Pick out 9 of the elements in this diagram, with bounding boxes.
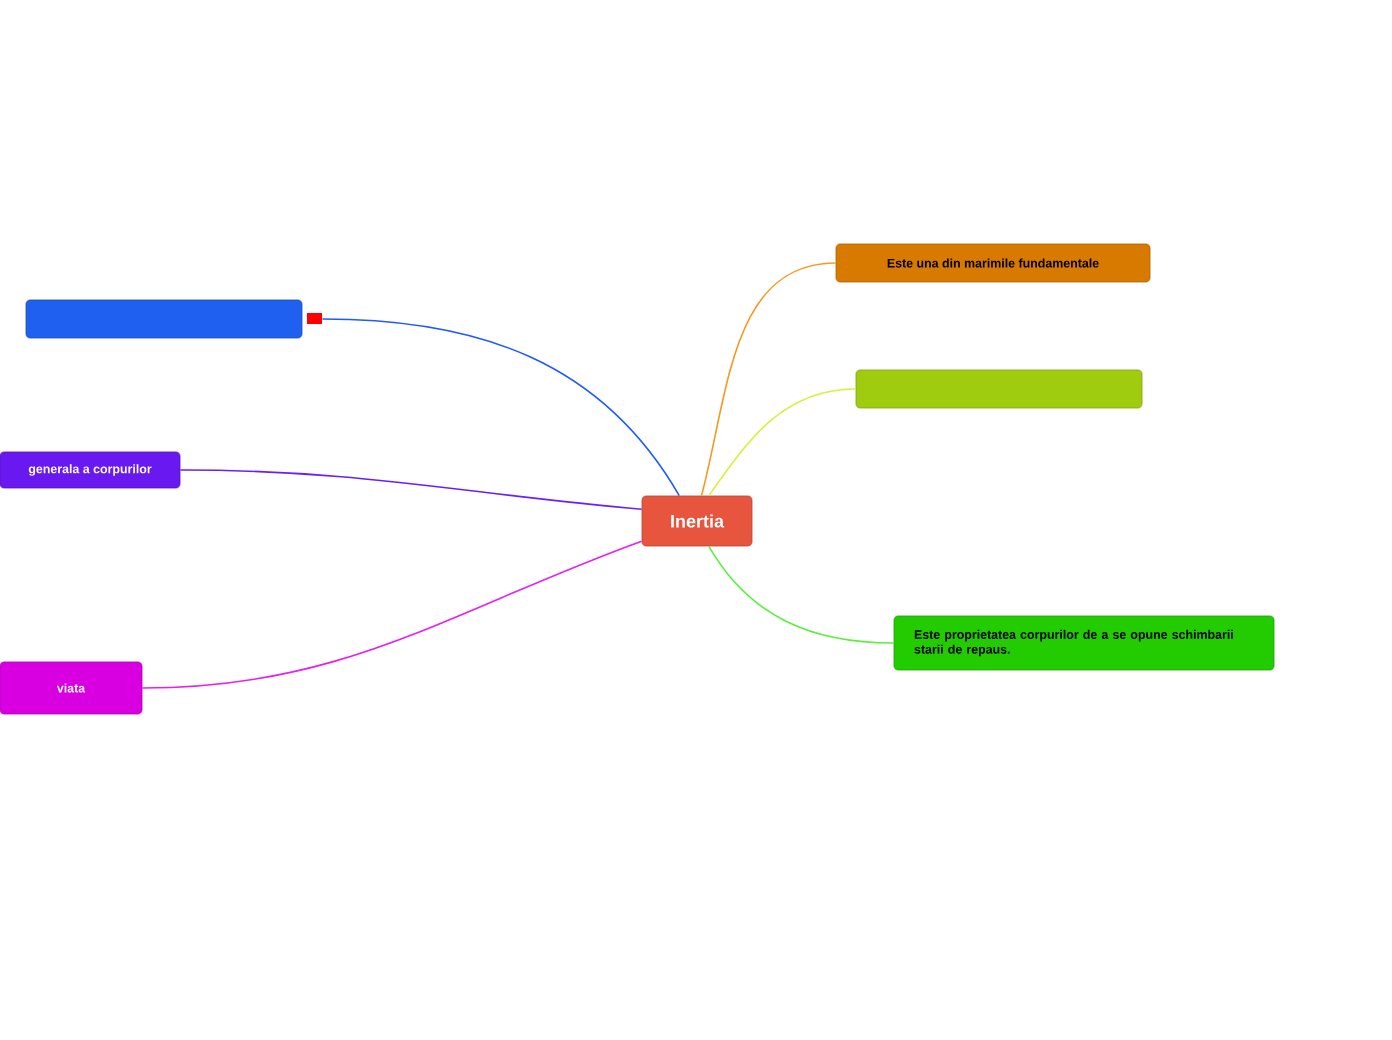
connector — [708, 388, 857, 497]
connector — [179, 469, 643, 511]
topic-box — [855, 369, 1143, 409]
connector — [141, 540, 643, 689]
connector — [321, 318, 680, 497]
connector — [708, 545, 895, 644]
connector — [700, 262, 837, 497]
topic-box: Inertia — [641, 495, 753, 547]
topic-box — [25, 299, 303, 339]
